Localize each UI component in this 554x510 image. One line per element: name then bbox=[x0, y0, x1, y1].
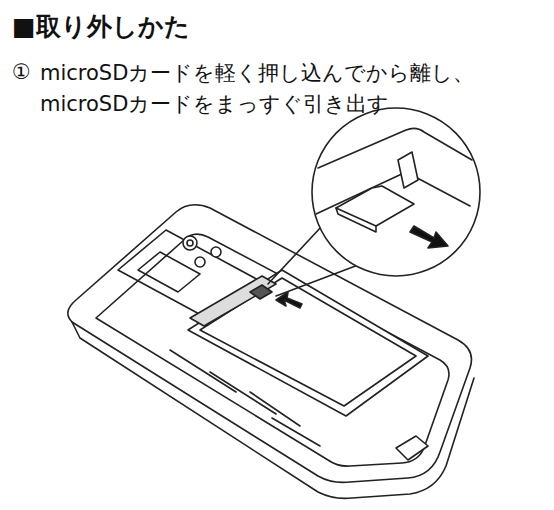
detail-inset bbox=[312, 108, 480, 276]
sd-slot bbox=[190, 276, 276, 326]
label-area bbox=[138, 252, 200, 292]
camera-lens bbox=[183, 236, 197, 250]
camera-lens bbox=[187, 240, 193, 246]
pull-arrow bbox=[410, 226, 448, 248]
connector bbox=[396, 436, 428, 460]
microsd-card-edge bbox=[336, 208, 376, 232]
section-heading: ■取り外しかた bbox=[12, 10, 190, 43]
instruction-text: microSDカードを軽く押し込んでから離し、 microSDカードをまっすぐ引… bbox=[40, 58, 545, 120]
microsd-card bbox=[336, 186, 414, 226]
sd-card-edge bbox=[250, 285, 272, 299]
frame-ribs bbox=[170, 350, 320, 446]
step-number: ① bbox=[12, 60, 31, 84]
inset-latch bbox=[398, 152, 418, 188]
flash bbox=[195, 257, 205, 267]
sensor bbox=[211, 247, 221, 257]
battery bbox=[188, 270, 428, 416]
